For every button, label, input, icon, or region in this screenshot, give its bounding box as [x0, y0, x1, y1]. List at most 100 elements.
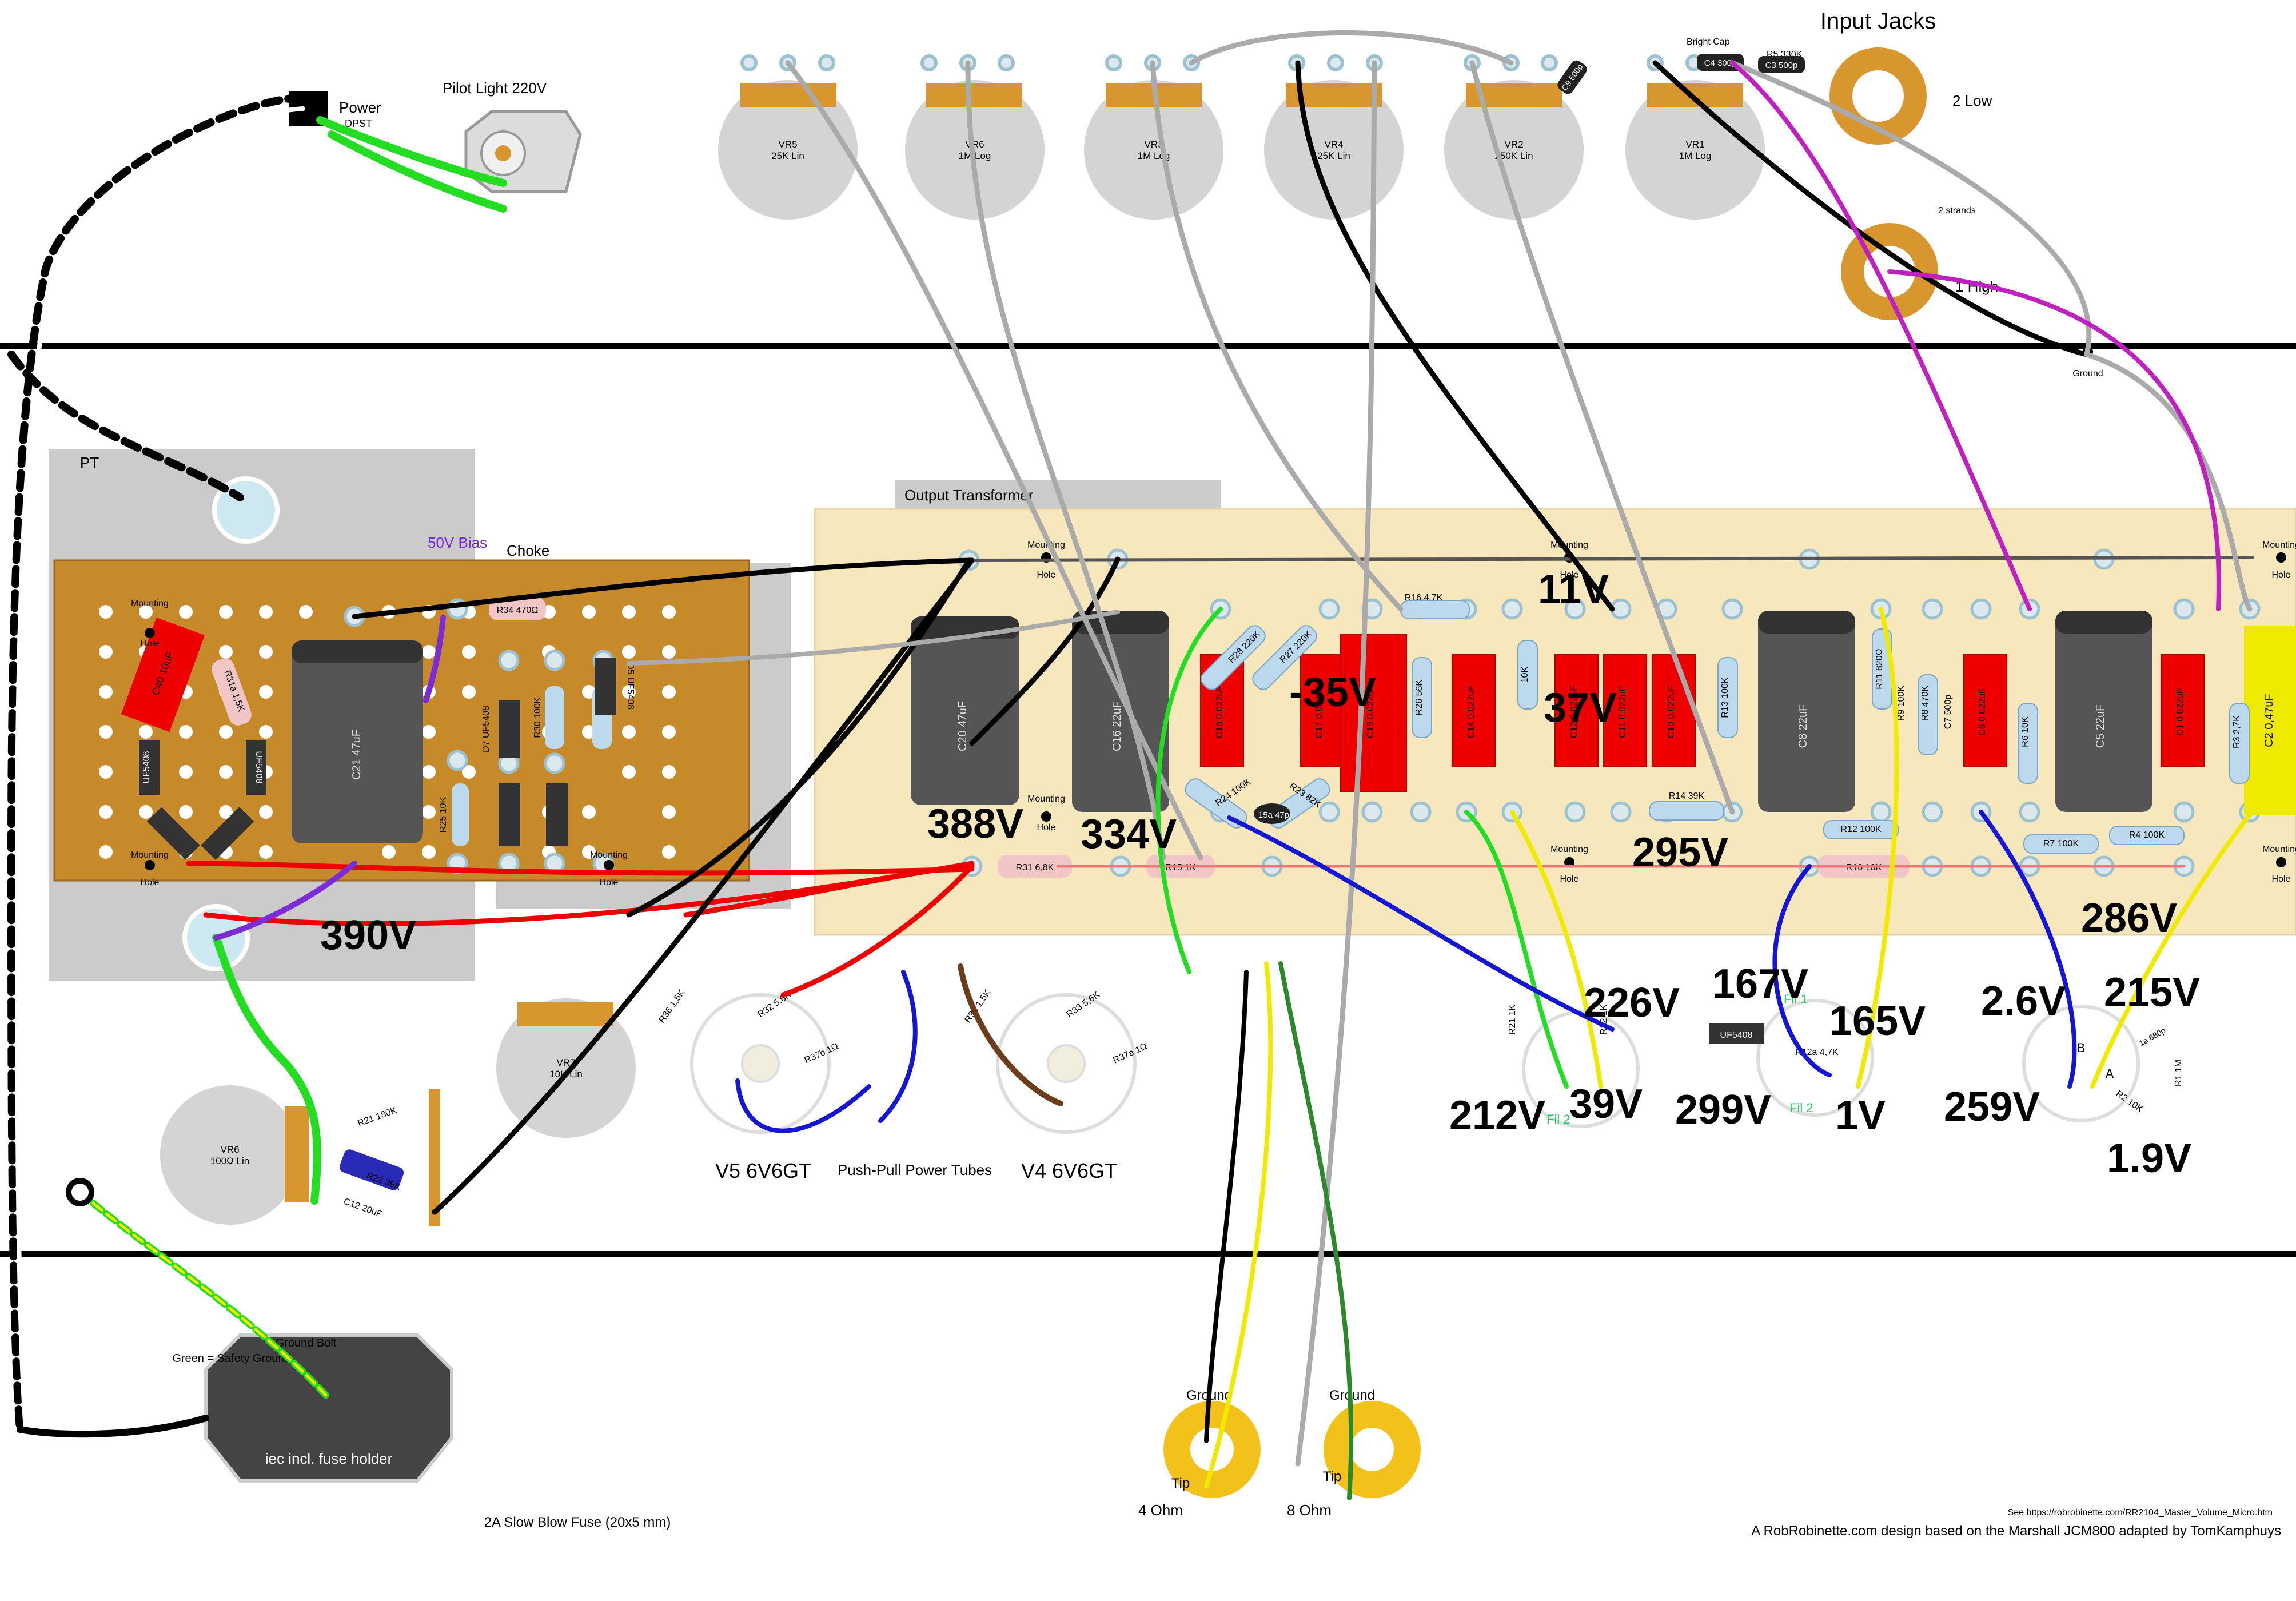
- svg-text:Hole: Hole: [141, 878, 160, 887]
- r25-label: R25 10K: [439, 797, 448, 833]
- svg-text:25K Lin: 25K Lin: [771, 150, 804, 161]
- c16-label: C16 22uF: [1111, 701, 1123, 751]
- r12-label: R12 100K: [1840, 825, 1881, 834]
- c20-label: C20 47uF: [956, 701, 969, 751]
- pot-lugs: [740, 54, 1741, 71]
- reference-url: See https://robrobinette.com/RR2104_Mast…: [2008, 1508, 2273, 1518]
- voltage-165v: 165V: [1829, 998, 1926, 1044]
- voltage-1v: 1V: [1835, 1093, 1886, 1138]
- terminal-strip-bias: [429, 1089, 440, 1226]
- svg-text:Hole: Hole: [1560, 874, 1579, 884]
- c4-label: C4 300p: [1704, 58, 1737, 68]
- svg-text:1M Log: 1M Log: [1679, 150, 1712, 161]
- c17-label: C17 0.022uF: [1314, 686, 1324, 739]
- capacitor-c9: [1557, 60, 1587, 94]
- c1-label: C1 0.022uF: [2175, 688, 2185, 736]
- svg-text:Hole: Hole: [1560, 570, 1579, 580]
- diode-uf5408-2: [246, 740, 266, 795]
- resistor-r31: [998, 855, 1072, 878]
- svg-text:VR5: VR5: [778, 139, 797, 150]
- r7-label: R7 100K: [2043, 839, 2079, 849]
- power-tubes-label: Push-Pull Power Tubes: [838, 1161, 992, 1178]
- capacitor-c4: [1697, 54, 1744, 71]
- svg-text:VR2: VR2: [1504, 139, 1523, 150]
- c12b-label: C12 0.022uF: [1569, 686, 1579, 739]
- voltage-minus35v: -35V: [1289, 670, 1376, 715]
- pin-a-label: A: [2106, 1066, 2114, 1081]
- pot-vr6-bias[interactable]: VR6 100Ω Lin: [160, 1085, 309, 1225]
- speaker-jack-4ohm-hole: [1190, 1428, 1234, 1471]
- voltage-readings: 11V -35V 37V 388V 334V 295V 390V 286V 22…: [320, 567, 2200, 1181]
- d5-label: D5 UF5408: [625, 663, 635, 710]
- uf5408-1-label: UF5408: [142, 751, 152, 783]
- c15a-label: 15a 47p: [1258, 810, 1289, 820]
- capacitor-c21-top: [292, 640, 423, 663]
- diode-d5: [595, 658, 616, 715]
- bright-cap-label: Bright Cap: [1687, 37, 1730, 47]
- r9-label: R9 100K: [1896, 686, 1906, 722]
- pot-vr4[interactable]: VR4 25K Lin: [1264, 80, 1404, 220]
- r1-label: R1 1M: [2174, 1060, 2183, 1086]
- voltage-1-9v: 1.9V: [2107, 1136, 2191, 1181]
- speaker-tip-4-label: Tip: [1171, 1476, 1190, 1491]
- pot-vr5[interactable]: VR5 25K Lin: [718, 80, 858, 220]
- r34-label: R34 470Ω: [497, 606, 538, 615]
- c11-label: C11 0.022uF: [1618, 686, 1628, 738]
- iec-inlet[interactable]: [204, 1333, 453, 1483]
- capacitor-c19: [546, 783, 568, 846]
- svg-text:Hole: Hole: [2272, 874, 2291, 884]
- resistor-r25: [452, 783, 469, 846]
- svg-text:VR4: VR4: [1324, 139, 1343, 150]
- strands-label: 2 strands: [1938, 206, 1976, 216]
- power-switch-label: Power: [339, 99, 381, 116]
- voltage-167v: 167V: [1712, 961, 1808, 1007]
- v4-label: V4 6V6GT: [1021, 1159, 1117, 1182]
- choke-label: Choke: [507, 542, 549, 559]
- r8-label: R8 470K: [1920, 686, 1930, 722]
- r10k-label: 10K: [1520, 666, 1530, 683]
- svg-text:VR1: VR1: [1685, 139, 1704, 150]
- c7-label: C7 500p: [1943, 695, 1953, 730]
- r13-label: R13 100K: [1720, 677, 1730, 718]
- svg-text:250K Lin: 250K Lin: [1494, 150, 1533, 161]
- svg-text:Hole: Hole: [1037, 823, 1056, 833]
- c5-label: C5 22uF: [2094, 704, 2107, 748]
- c18-label: C18 0.022uF: [1215, 686, 1225, 739]
- svg-text:Hole: Hole: [2272, 570, 2291, 580]
- pin-b-label: B: [2077, 1041, 2086, 1055]
- voltage-286v: 286V: [2081, 895, 2177, 941]
- left-board-turrets: [344, 598, 614, 874]
- voltage-2-6v: 2.6V: [1981, 978, 2066, 1024]
- fil1-label: Fil 1: [1784, 992, 1808, 1006]
- c10-label: C10 0.022uF: [1667, 686, 1676, 739]
- diode-uf5408-3: [147, 807, 200, 860]
- tube-socket-v4: [996, 993, 1137, 1134]
- resistor-r31a: [212, 658, 252, 726]
- voltage-212v: 212V: [1449, 1093, 1545, 1138]
- voltage-11v: 11V: [1538, 567, 1609, 612]
- main-board-film-caps: [1200, 634, 2205, 792]
- svg-text:Mounting: Mounting: [131, 599, 169, 608]
- input-jacks-title: Input Jacks: [1820, 9, 1936, 34]
- voltage-390v: 390V: [320, 913, 416, 958]
- svg-text:Mounting: Mounting: [131, 850, 169, 860]
- jack-low-label: 2 Low: [1952, 92, 1992, 109]
- power-switch-sub: DPST: [345, 118, 372, 129]
- r26-label: R26 56K: [1414, 680, 1424, 716]
- svg-text:Mounting: Mounting: [2262, 540, 2296, 550]
- resistor-r34: [489, 598, 546, 620]
- c2-label: C2 0,47uF: [2263, 694, 2275, 747]
- voltage-388v: 388V: [927, 801, 1023, 847]
- voltage-37v: 37V: [1544, 685, 1617, 731]
- c6-label: C6 0.022uF: [1978, 688, 1987, 736]
- r21-bias-label: R21 180K: [357, 1105, 398, 1128]
- pot-vr1[interactable]: VR1 1M Log: [1625, 80, 1765, 220]
- c12-bias-label: C12 20uF: [342, 1197, 384, 1220]
- ground-label: Ground: [2072, 369, 2103, 379]
- svg-text:25K Lin: 25K Lin: [1317, 150, 1350, 161]
- r11-label: R11 820Ω: [1875, 648, 1884, 689]
- fuse-label: 2A Slow Blow Fuse (20x5 mm): [484, 1515, 671, 1530]
- voltage-299v: 299V: [1675, 1087, 1771, 1133]
- svg-text:Mounting: Mounting: [1550, 540, 1588, 550]
